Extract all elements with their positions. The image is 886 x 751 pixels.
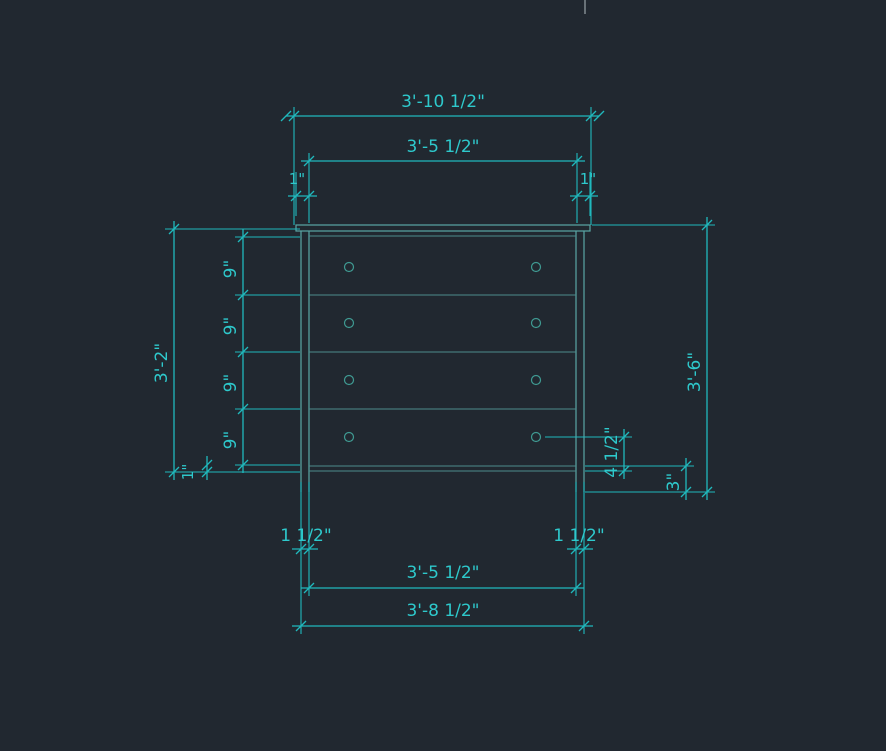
drawer-heights-dimension[interactable]: 9" 9" 9" 9"	[221, 229, 300, 473]
bottom-left-leg-dimension[interactable]: 1 1/2"	[280, 482, 332, 556]
knob-2-left	[343, 317, 355, 329]
bottom-right-leg-dimension[interactable]: 1 1/2"	[553, 482, 605, 556]
left-bottom-offset-dimension[interactable]: 1"	[179, 456, 213, 480]
knob-4-right	[530, 431, 542, 443]
knob-2-right	[530, 317, 542, 329]
top-left-offset-dimension[interactable]: 1"	[288, 170, 317, 216]
top-left-offset-label: 1"	[289, 170, 305, 188]
bottom-inner-width-dimension[interactable]: 3'-5 1/2"	[301, 556, 584, 596]
top-right-offset-label: 1"	[580, 170, 596, 188]
top-overall-dimension[interactable]: 3'-10 1/2"	[280, 92, 605, 225]
knob-1-right	[530, 261, 542, 273]
top-right-offset-dimension[interactable]: 1"	[570, 170, 598, 216]
left-bottom-offset-label: 1"	[179, 464, 197, 480]
left-overall-height-label: 3'-2"	[152, 343, 172, 383]
knob-1-left	[343, 261, 355, 273]
bottom-overall-width-label: 3'-8 1/2"	[406, 601, 479, 621]
base-height-label: 3"	[664, 473, 684, 492]
bottom-left-leg-label: 1 1/2"	[280, 526, 331, 546]
drawer-height-2-label: 9"	[221, 317, 241, 336]
drawer-height-4-label: 9"	[221, 431, 241, 450]
knob-height-label: 4 1/2"	[602, 426, 622, 477]
drawer-height-3-label: 9"	[221, 374, 241, 393]
top-overall-width-label: 3'-10 1/2"	[401, 92, 485, 112]
top-inner-width-label: 3'-5 1/2"	[406, 137, 479, 157]
dresser-elevation[interactable]	[295, 224, 591, 492]
bottom-right-leg-label: 1 1/2"	[553, 526, 604, 546]
left-overall-height-dimension[interactable]: 3'-2"	[152, 221, 300, 480]
knob-height-dimension[interactable]: 4 1/2"	[545, 426, 632, 479]
drawer-height-1-label: 9"	[221, 260, 241, 279]
knob-3-right	[530, 374, 542, 386]
dresser-top	[295, 224, 591, 232]
base-height-dimension[interactable]: 3"	[585, 458, 694, 500]
right-overall-height-label: 3'-6"	[685, 352, 705, 392]
knob-4-left	[343, 431, 355, 443]
right-overall-height-dimension[interactable]: 3'-6"	[585, 217, 715, 500]
bottom-inner-width-label: 3'-5 1/2"	[406, 563, 479, 583]
bottom-overall-width-dimension[interactable]: 3'-8 1/2"	[292, 556, 593, 634]
top-inner-dimension[interactable]: 3'-5 1/2"	[301, 137, 585, 223]
knob-3-left	[343, 374, 355, 386]
